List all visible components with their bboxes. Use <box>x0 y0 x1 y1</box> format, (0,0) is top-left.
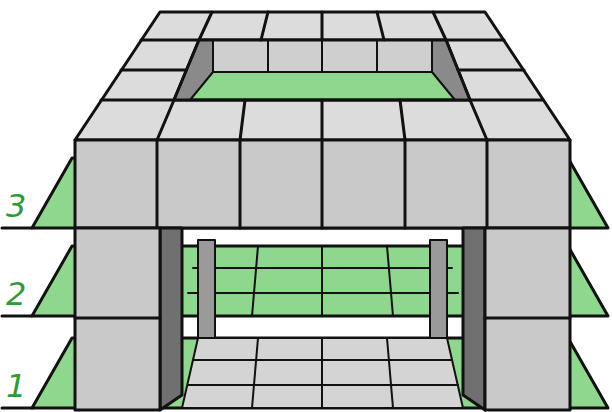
layer-number: 2 <box>6 276 26 312</box>
layer-number: 3 <box>6 188 26 224</box>
layer-number: 1 <box>6 368 26 404</box>
